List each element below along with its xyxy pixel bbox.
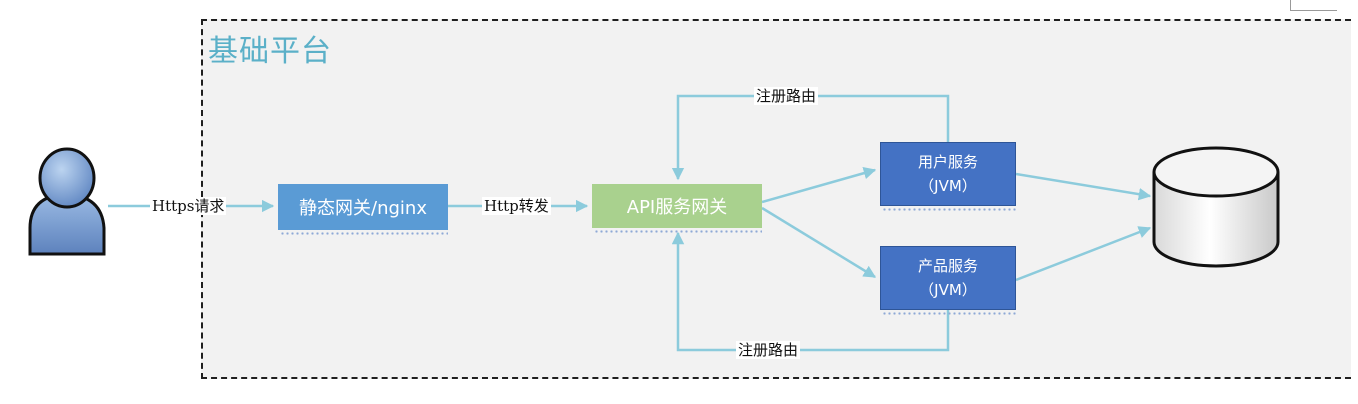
edge-api-to-user [761,167,877,204]
user-icon [28,147,106,256]
api-gateway-shadow [594,229,762,235]
user-service-name: 用户服务 [917,153,978,171]
register-route-top-label: 注册路由 [754,87,819,105]
https-request-label: Https请求 [150,197,227,215]
edge-user-to-db [1015,172,1152,201]
edge-api-to-product [761,206,877,279]
api-gateway-node: API服务网关 [592,184,762,228]
edge-register-route-bottom [671,231,950,352]
user-service-node: 用户服务 （JVM） [880,142,1016,206]
static-gateway-shadow [280,231,448,237]
register-route-bottom-label: 注册路由 [736,341,801,359]
edge-product-to-db [1015,226,1152,282]
static-gateway-label: 静态网关/nginx [299,198,427,219]
http-forward-label: Http转发 [482,197,551,215]
product-service-shadow [882,311,1016,317]
product-service-node: 产品服务 （JVM） [880,246,1016,310]
product-service-name: 产品服务 [917,257,978,275]
api-gateway-label: API服务网关 [626,197,728,218]
product-service-runtime: （JVM） [919,281,977,299]
user-service-shadow [882,207,1016,213]
static-gateway-node: 静态网关/nginx [278,184,448,230]
database-icon [1152,146,1280,268]
corner-mark [1290,0,1337,11]
platform-title: 基础平台 [208,34,332,69]
user-service-runtime: （JVM） [919,177,977,195]
